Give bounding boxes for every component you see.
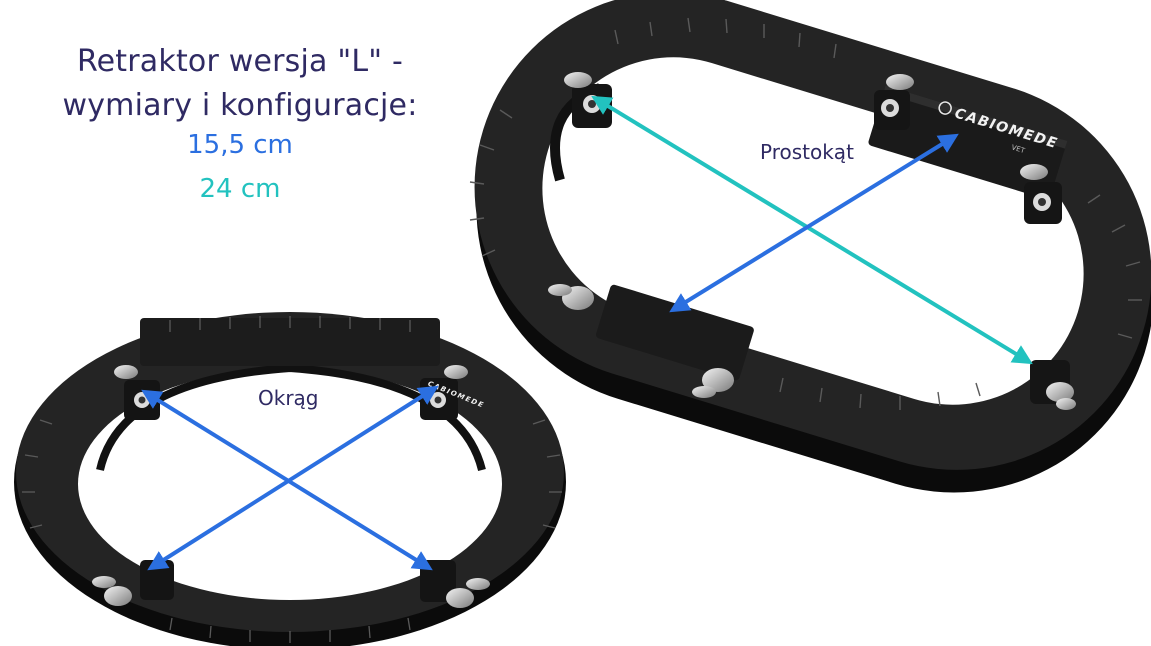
circle-clamp-bottom-right	[420, 560, 490, 608]
long-dimension: 24 cm	[199, 174, 281, 204]
circle-ticks	[22, 316, 562, 643]
circle-arrow-2	[147, 385, 439, 571]
circle-top-segment	[140, 318, 440, 366]
rectangle-short-arrow	[669, 133, 959, 313]
clamp-bottom-right	[1030, 360, 1076, 410]
clamp-bottom	[692, 368, 734, 398]
title-line-2: wymiary i konfiguracje:	[62, 88, 418, 123]
page-title: Retraktor wersja "L" - wymiary i konfigu…	[40, 40, 440, 128]
circle-label: Okrąg	[258, 386, 319, 410]
circle-inner-wall	[96, 363, 486, 471]
rectangle-label: Prostokąt	[760, 140, 854, 164]
clamp-left	[548, 284, 594, 310]
title-line-1: Retraktor wersja "L" -	[76, 44, 404, 79]
short-dimension: 15,5 cm	[187, 130, 293, 160]
